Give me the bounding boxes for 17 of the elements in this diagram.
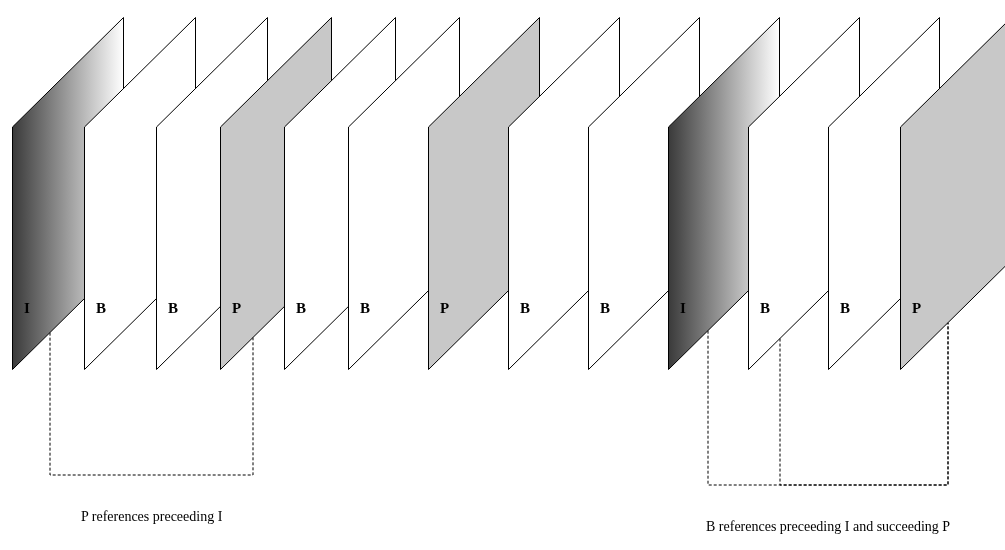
edge-label: P references preceeding I: [79, 509, 225, 525]
frame-type-letter: B: [520, 300, 530, 317]
frame-type-letter: B: [760, 300, 770, 317]
frame-type-letter: P: [912, 300, 922, 317]
frame-type-letter: B: [96, 300, 106, 317]
frame-type-letter: B: [360, 300, 370, 317]
reference-bracket-line: [49, 332, 254, 476]
frame-type-letter: P: [440, 300, 450, 317]
edge-label: B references preceeding I and succeeding P: [704, 519, 953, 535]
frame-type-letter: I: [24, 300, 30, 317]
frame-type-letter: I: [680, 300, 686, 317]
frame-type-letter: P: [232, 300, 242, 317]
frame-type-letter: B: [296, 300, 306, 317]
frame-type-letter: B: [168, 300, 178, 317]
reference-bracket-line: [779, 322, 949, 486]
frame-type-letter: B: [600, 300, 610, 317]
frame-type-letter: B: [840, 300, 850, 317]
